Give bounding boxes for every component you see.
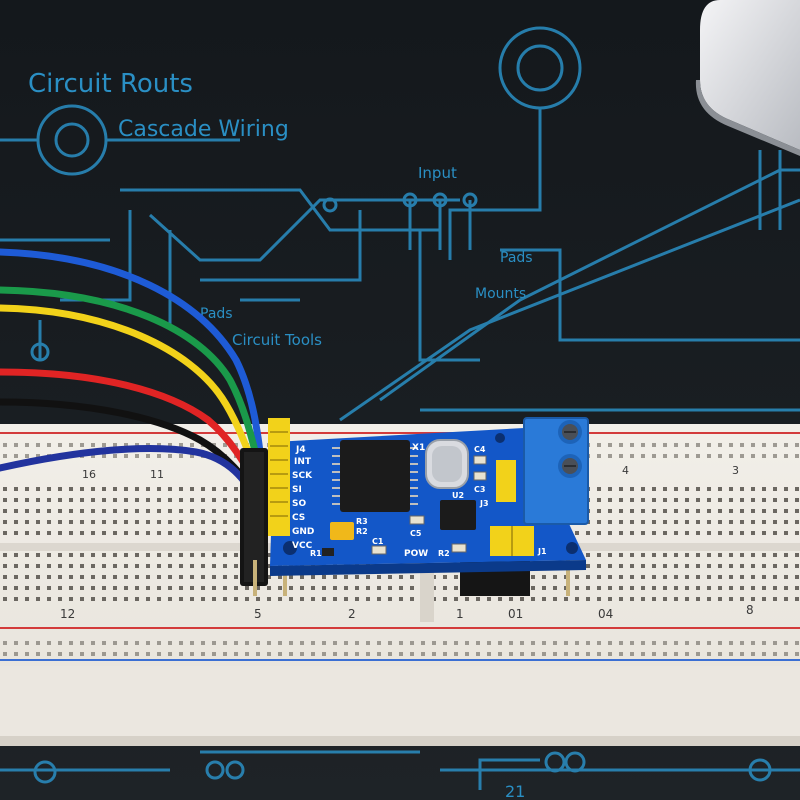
bb-num-5: 5 bbox=[254, 607, 262, 621]
bb-num-04: 04 bbox=[598, 607, 613, 621]
wire-yellow bbox=[0, 304, 266, 490]
label-so: SO bbox=[292, 499, 306, 509]
mat-label-3: Mounts bbox=[475, 286, 526, 302]
label-pow: POW bbox=[404, 549, 428, 559]
capacitor-c2 bbox=[330, 522, 354, 540]
mat-label-6: 21 bbox=[505, 782, 525, 800]
bb-num-12: 12 bbox=[60, 607, 75, 621]
laptop-corner bbox=[695, 0, 800, 156]
label-r1: R1 bbox=[310, 549, 322, 558]
wire-connectors bbox=[240, 448, 268, 586]
label-sck: SCK bbox=[292, 471, 313, 481]
breadboard: 12 5 2 1 01 04 8 16 11 4 3 bbox=[0, 424, 800, 746]
mcp2515-chip bbox=[340, 440, 410, 512]
wire-blue bbox=[0, 248, 266, 474]
mat-title-2: Cascade Wiring bbox=[118, 117, 289, 142]
bb-num-4: 4 bbox=[622, 464, 629, 477]
mat-label-2: Pads bbox=[500, 250, 533, 266]
label-j4: J4 bbox=[295, 445, 306, 455]
tja1050-chip bbox=[440, 500, 476, 530]
label-si: SI bbox=[292, 485, 302, 495]
label-cs: CS bbox=[292, 513, 305, 523]
screw-terminal bbox=[523, 417, 589, 525]
bb-num-1: 1 bbox=[456, 607, 464, 621]
label-x1: X1 bbox=[412, 443, 425, 453]
mat-label-1: Input bbox=[418, 164, 457, 182]
mat-title-1: Circuit Routs bbox=[28, 69, 193, 99]
label-c4: C4 bbox=[474, 445, 486, 454]
silkscreen: J4 INT SCK SI SO CS GND VCC X1 C4 C3 U2 … bbox=[292, 443, 547, 559]
label-int: INT bbox=[294, 457, 312, 467]
bb-num-16: 16 bbox=[82, 468, 96, 481]
label-c3: C3 bbox=[474, 485, 485, 494]
bb-num-2: 2 bbox=[348, 607, 356, 621]
wire-green bbox=[0, 286, 266, 482]
bb-num-01: 01 bbox=[508, 607, 523, 621]
label-r2b: R2 bbox=[438, 549, 450, 558]
label-u2: U2 bbox=[452, 491, 464, 500]
bb-num-3: 3 bbox=[732, 464, 739, 477]
label-gnd: GND bbox=[292, 527, 314, 537]
label-j3: J3 bbox=[479, 499, 489, 508]
label-r2a: R2 bbox=[356, 527, 368, 536]
label-c1: C1 bbox=[372, 537, 384, 546]
label-vcc: VCC bbox=[292, 541, 313, 551]
bb-num-8: 8 bbox=[746, 603, 754, 617]
mat-label-5: Pads bbox=[200, 306, 233, 322]
label-j1: J1 bbox=[537, 547, 547, 556]
label-c5: C5 bbox=[410, 529, 422, 538]
header-j4 bbox=[268, 418, 290, 536]
label-r3: R3 bbox=[356, 517, 368, 526]
bb-num-11: 11 bbox=[150, 468, 164, 481]
mat-label-4: Circuit Tools bbox=[232, 331, 322, 349]
can-module bbox=[253, 417, 589, 596]
mat-graphics bbox=[0, 26, 800, 790]
jumper-j3 bbox=[496, 460, 516, 502]
